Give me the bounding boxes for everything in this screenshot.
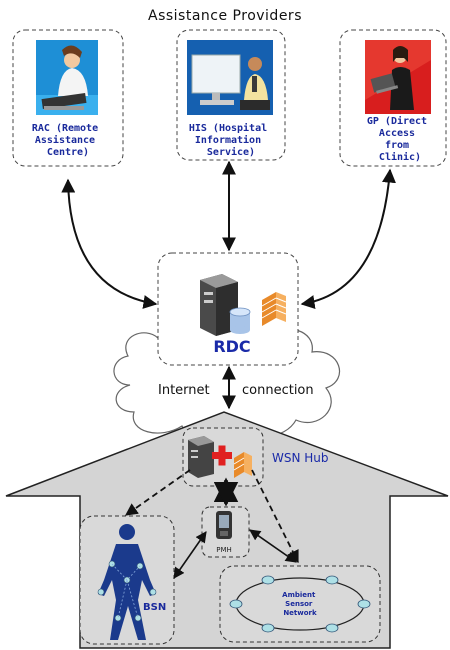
link-gp-rdc	[300, 168, 396, 309]
rdc-label: RDC	[213, 337, 250, 356]
sensor-node	[261, 575, 275, 585]
gp-laptop-user-icon	[365, 40, 431, 114]
diagram-title: Assistance Providers	[148, 8, 302, 24]
rdc-node: RDC	[157, 252, 299, 366]
provider-his: HIS (Hospital Information Service)	[176, 29, 286, 161]
rdc-database-icon	[229, 307, 251, 334]
sensor-node	[325, 575, 339, 585]
pmh-node: PMH	[201, 506, 250, 558]
human-body-icon	[97, 524, 157, 640]
bsn-node: BSN	[79, 515, 175, 645]
provider-gp: GP (Direct Access from Clinic)	[339, 29, 447, 167]
rac-operator-icon	[36, 40, 98, 115]
sensor-node	[261, 623, 275, 633]
wsn-hub-label: WSN Hub	[272, 451, 329, 465]
connection-label: connection	[242, 383, 314, 398]
link-pmh-asn	[249, 529, 297, 563]
wsn-hub-node	[182, 427, 264, 487]
hub-firewall-icon	[233, 452, 252, 478]
bsn-label: BSN	[143, 602, 166, 613]
link-rac-rdc	[61, 178, 158, 309]
sensor-node	[357, 599, 371, 609]
gp-label: GP (Direct Access from Clinic)	[367, 115, 433, 163]
sensor-node	[229, 599, 243, 609]
medical-cross-icon	[212, 445, 232, 466]
asn-node: Ambient Sensor Network	[219, 565, 381, 643]
hub-server-icon	[188, 436, 214, 478]
sensor-node	[325, 623, 339, 633]
his-label: HIS (Hospital Information Service)	[189, 122, 273, 158]
asn-label: Ambient Sensor Network	[282, 591, 318, 617]
link-hub-bsn	[124, 469, 191, 516]
rac-label: RAC (Remote Assistance Centre)	[32, 123, 104, 158]
rdc-server-icon	[200, 274, 238, 336]
phone-icon	[216, 511, 232, 539]
his-computer-user-icon	[187, 40, 273, 115]
internet-label: Internet	[158, 383, 210, 398]
rdc-firewall-icon	[261, 292, 287, 326]
provider-rac: RAC (Remote Assistance Centre)	[12, 29, 124, 167]
link-bsn-pmh	[173, 531, 207, 579]
pmh-label: PMH	[216, 546, 232, 554]
